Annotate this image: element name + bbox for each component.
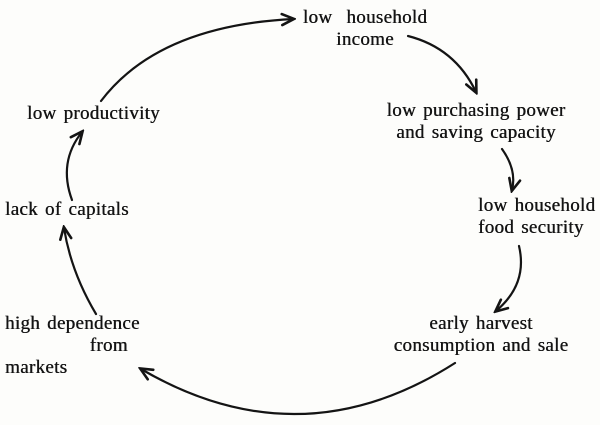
- arrow-productivity-to-income: [99, 19, 293, 103]
- node-low-household-food-security: low household food security: [478, 195, 596, 238]
- node-low-household-income: low household income: [302, 7, 428, 50]
- arrow-purchasing-to-food-security: [500, 147, 513, 190]
- node-high-dependence-markets: high dependence from markets: [5, 313, 140, 378]
- arrow-lack-capitals-to-productivity: [65, 132, 82, 202]
- arrow-food-security-to-early-harvest: [496, 244, 523, 311]
- node-early-harvest-consumption: early harvest consumption and sale: [393, 313, 569, 356]
- node-low-productivity: low productivity: [27, 103, 160, 124]
- arrow-early-harvest-to-high-dependence: [141, 361, 457, 416]
- arrow-income-to-purchasing: [406, 34, 476, 92]
- node-low-purchasing-power: low purchasing power and saving capacity: [386, 100, 566, 143]
- arrow-high-dependence-to-lack-capitals: [64, 228, 98, 316]
- node-lack-of-capitals: lack of capitals: [5, 199, 129, 220]
